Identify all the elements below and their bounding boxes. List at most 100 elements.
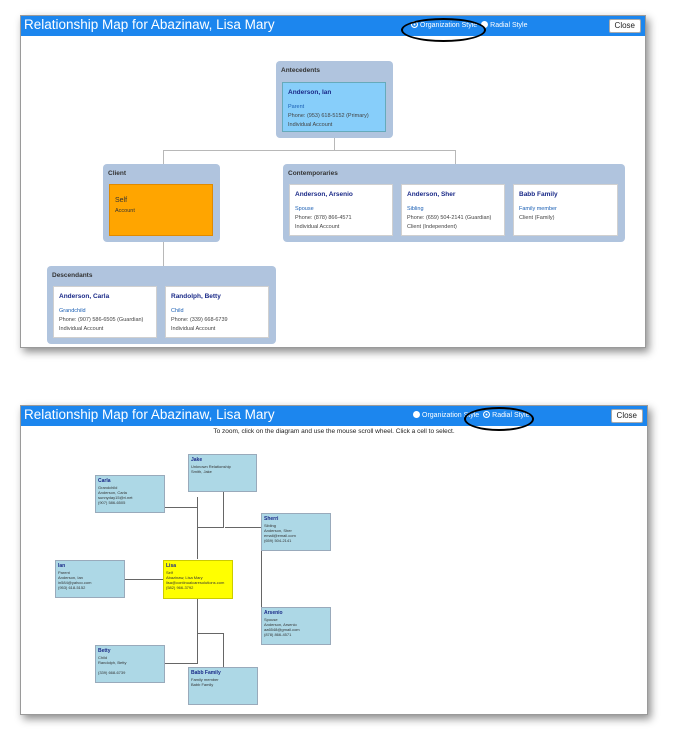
contemporaries-group: Contemporaries Anderson, Arsenio Spouse … (283, 164, 625, 242)
node-text: Unknown Relationship (191, 464, 231, 469)
close-button[interactable]: Close (610, 409, 643, 423)
descendants-group: Descendants Anderson, Carla Grandchild P… (47, 266, 276, 344)
card-anderson-carla[interactable]: Anderson, Carla Grandchild Phone: (907) … (53, 286, 157, 338)
card-anderson-sher[interactable]: Anderson, Sher Sibling Phone: (659) 504-… (401, 184, 505, 236)
connector-line (163, 150, 164, 164)
connector-line (225, 527, 261, 528)
card-name: Anderson, Sher (407, 191, 456, 198)
title-bar: Relationship Map for Abazinaw, Lisa Mary… (21, 406, 647, 426)
card-account: Client (Family) (519, 215, 555, 221)
connector-line (125, 579, 163, 580)
annotation-oval (401, 18, 486, 42)
card-name: Anderson, Ian (288, 89, 332, 96)
node-text: aa6548@gmail.com (264, 627, 300, 632)
card-relationship: Spouse (295, 206, 314, 212)
connector-line (165, 663, 198, 664)
node-name: Arsenio (264, 610, 283, 616)
node-text: Family member (191, 677, 219, 682)
node-carla[interactable]: Carla Grandchild Anderson, Carla sunnyda… (95, 475, 165, 513)
group-label: Antecedents (281, 67, 321, 74)
title-bar: Relationship Map for Abazinaw, Lisa Mary… (21, 16, 645, 36)
card-relationship: Child (171, 308, 184, 314)
card-self[interactable]: Self Account (109, 184, 213, 236)
card-account: Individual Account (171, 326, 216, 332)
radial-style-window: Relationship Map for Abazinaw, Lisa Mary… (20, 405, 648, 715)
node-sherri[interactable]: Sherri Sibling Anderson, Sher email@emai… (261, 513, 331, 551)
node-text: Grandchild (98, 485, 118, 490)
card-relationship: Grandchild (59, 308, 86, 314)
card-account: Client (Independent) (407, 224, 457, 230)
node-text: Anderson, Ian (58, 575, 83, 580)
card-phone: Phone: (659) 504-2141 (Guardian) (407, 215, 492, 221)
radio-radial-style[interactable]: Radial Style (481, 21, 528, 29)
connector-line (334, 138, 335, 150)
node-text: Parent (58, 570, 70, 575)
node-ian[interactable]: Ian Parent Anderson, Ian in584@yahoo.com… (55, 560, 125, 598)
card-account: Individual Account (288, 122, 333, 128)
node-text: (582) 966-3792 (166, 585, 194, 590)
card-relationship: Account (115, 208, 135, 214)
radio-organization-style[interactable]: Organization Style (413, 411, 479, 419)
antecedents-group: Antecedents Anderson, Ian Parent Phone: … (276, 61, 393, 138)
node-name: Carla (98, 478, 111, 484)
node-text: Abazinaw, Lisa Mary (166, 575, 203, 580)
connector-line (261, 527, 262, 628)
node-text: Smith, Jake (191, 469, 212, 474)
card-anderson-ian[interactable]: Anderson, Ian Parent Phone: (953) 618-51… (282, 82, 386, 132)
card-name: Babb Family (519, 191, 558, 198)
node-text: Anderson, Carla (98, 490, 127, 495)
node-jake[interactable]: Jake Unknown Relationship Smith, Jake (188, 454, 257, 492)
card-randolph-betty[interactable]: Randolph, Betty Child Phone: (339) 668-6… (165, 286, 269, 338)
node-name: Betty (98, 648, 111, 654)
node-text: Randolph, Betty (98, 660, 127, 665)
node-name: Lisa (166, 563, 177, 569)
node-text: (878) 866-4571 (264, 632, 292, 637)
client-group: Client Self Account (103, 164, 220, 242)
node-lisa-self[interactable]: Lisa Self Abazinaw, Lisa Mary lisa@conti… (163, 560, 233, 599)
node-babb-family[interactable]: Babb Family Family member Babb Family (188, 667, 258, 705)
card-relationship: Parent (288, 104, 305, 110)
node-betty[interactable]: Betty Child Randolph, Betty (339) 668-67… (95, 645, 165, 683)
node-text: (907) 586-6505 (98, 500, 126, 505)
window-title: Relationship Map for Abazinaw, Lisa Mary (24, 17, 275, 32)
card-babb-family[interactable]: Babb Family Family member Client (Family… (513, 184, 618, 236)
node-text: (659) 504-2141 (264, 538, 292, 543)
radio-unselected-icon (413, 411, 420, 418)
connector-line (197, 497, 198, 559)
close-button[interactable]: Close (608, 19, 641, 33)
card-relationship: Sibling (407, 206, 424, 212)
connector-line (223, 491, 224, 528)
node-name: Babb Family (191, 670, 221, 676)
node-name: Ian (58, 563, 66, 569)
org-style-window: Relationship Map for Abazinaw, Lisa Mary… (20, 15, 646, 348)
node-text: Spouse (264, 617, 278, 622)
node-text: email@email.com (264, 533, 296, 538)
node-name: Jake (191, 457, 203, 463)
card-phone: Phone: (907) 586-6505 (Guardian) (59, 317, 144, 323)
card-account: Individual Account (295, 224, 340, 230)
card-phone: Phone: (339) 668-6739 (171, 317, 228, 323)
node-text: lisa@continualcaresolutions.com (166, 580, 225, 585)
connector-line (455, 150, 456, 164)
card-anderson-arsenio[interactable]: Anderson, Arsenio Spouse Phone: (878) 86… (289, 184, 393, 236)
group-label: Client (108, 170, 127, 177)
node-arsenio[interactable]: Arsenio Spouse Anderson, Arsenio aa6548@… (261, 607, 331, 645)
node-text: Anderson, Arsenio (264, 622, 297, 627)
connector-line (163, 242, 164, 266)
node-text: Anderson, Sher (264, 528, 292, 533)
connector-line (197, 599, 198, 633)
connector-line (165, 507, 198, 508)
card-phone: Phone: (878) 866-4571 (295, 215, 352, 221)
card-name: Self (115, 197, 128, 204)
connector-line (223, 633, 224, 667)
connector-line (197, 633, 224, 634)
card-relationship: Family member (519, 206, 557, 212)
zoom-instructions: To zoom, click on the diagram and use th… (213, 428, 455, 435)
node-text: Child (98, 655, 108, 660)
group-label: Contemporaries (288, 170, 338, 177)
card-name: Anderson, Arsenio (295, 191, 353, 198)
node-text: Sibling (264, 523, 277, 528)
connector-line (197, 633, 198, 664)
card-name: Anderson, Carla (59, 293, 110, 300)
node-text: Self (166, 570, 173, 575)
